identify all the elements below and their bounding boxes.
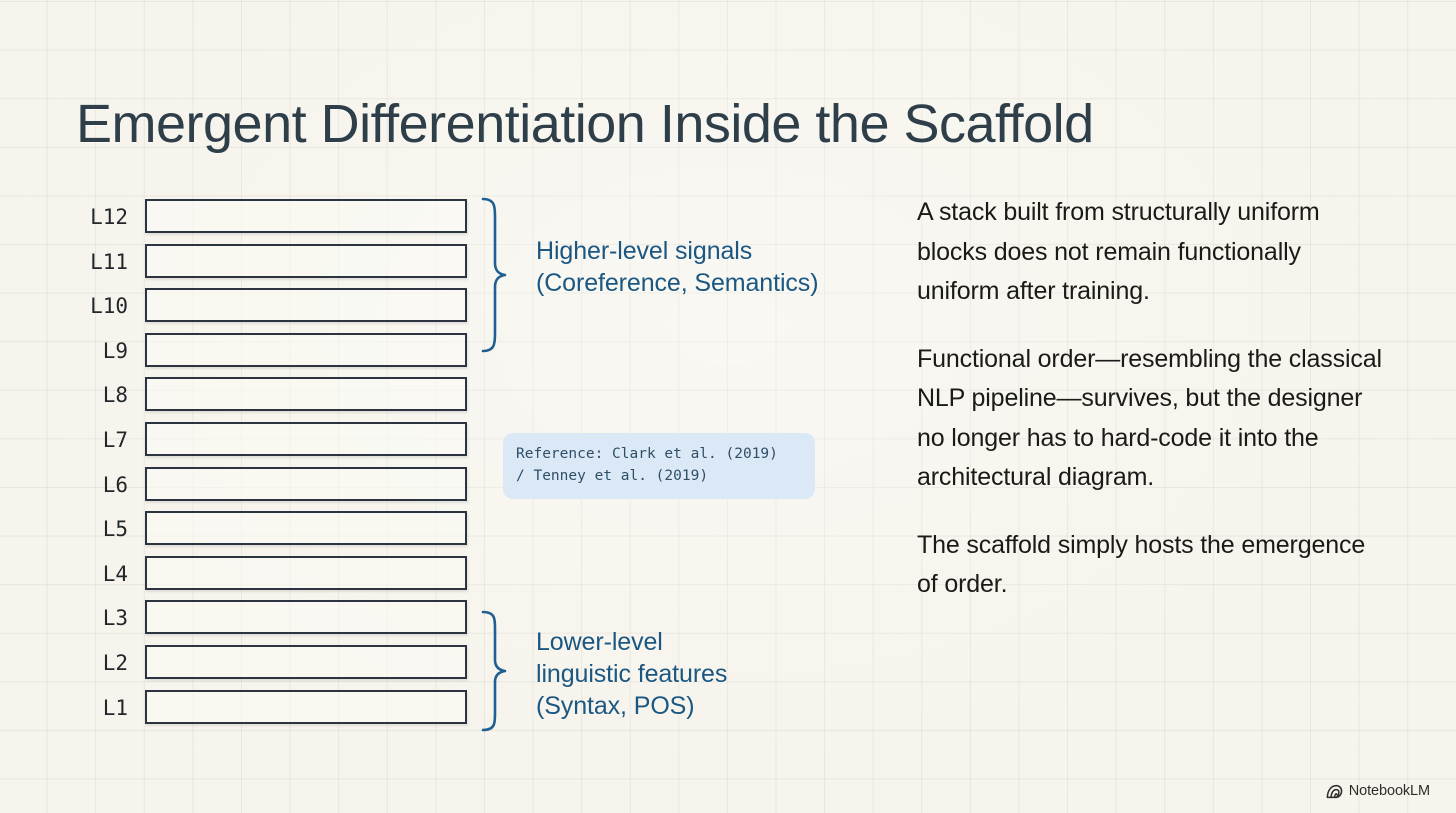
prose-paragraph: The scaffold simply hosts the emergence … — [917, 530, 1366, 599]
brace-lower-level — [481, 610, 507, 732]
layer-label-l9: L9 — [102, 338, 128, 363]
layer-label-l7: L7 — [102, 428, 128, 452]
notebooklm-spiral-icon — [1326, 784, 1343, 798]
prose-paragraph: A stack built from structurally uniform … — [917, 198, 1320, 305]
layer-label-l8: L8 — [102, 383, 128, 408]
reference-callout: Reference: Clark et al. (2019) / Tenney … — [503, 433, 815, 499]
layer-box-l7 — [145, 422, 467, 456]
layer-box-l6 — [145, 466, 467, 501]
layer-label-l11: L11 — [90, 249, 128, 274]
layer-box-l1 — [145, 689, 467, 724]
layer-box-l3 — [145, 600, 467, 635]
prose-paragraph: Functional order—resembling the classica… — [917, 344, 1382, 492]
layer-label-l2: L2 — [102, 651, 128, 675]
layer-box-l12 — [145, 199, 467, 233]
brace-higher-level — [481, 197, 507, 353]
layer-label-l10: L10 — [90, 294, 128, 319]
layer-box-l11 — [145, 243, 467, 278]
group-label-lower-level: Lower-level linguistic features (Syntax,… — [536, 628, 728, 720]
layer-label-l6: L6 — [102, 472, 128, 497]
prose-column: A stack built from structurally uniform … — [917, 193, 1387, 605]
page-title: Emergent Differentiation Inside the Scaf… — [76, 94, 1094, 155]
layer-box-l4 — [145, 555, 467, 590]
layer-label-l12: L12 — [90, 205, 128, 229]
layer-box-l9 — [145, 332, 467, 367]
layer-box-l5 — [145, 511, 467, 546]
notebooklm-label: NotebookLM — [1348, 783, 1430, 799]
notebooklm-watermark: NotebookLM — [1326, 783, 1430, 799]
layer-label-l3: L3 — [102, 606, 128, 631]
layer-label-l5: L5 — [102, 517, 128, 542]
layer-label-l4: L4 — [102, 561, 128, 586]
layer-label-l1: L1 — [102, 695, 128, 720]
layer-box-l10 — [145, 288, 467, 323]
group-label-higher-level: Higher-level signals (Coreference, Seman… — [536, 237, 819, 297]
layer-box-l2 — [145, 645, 467, 679]
layer-box-l8 — [145, 377, 467, 412]
